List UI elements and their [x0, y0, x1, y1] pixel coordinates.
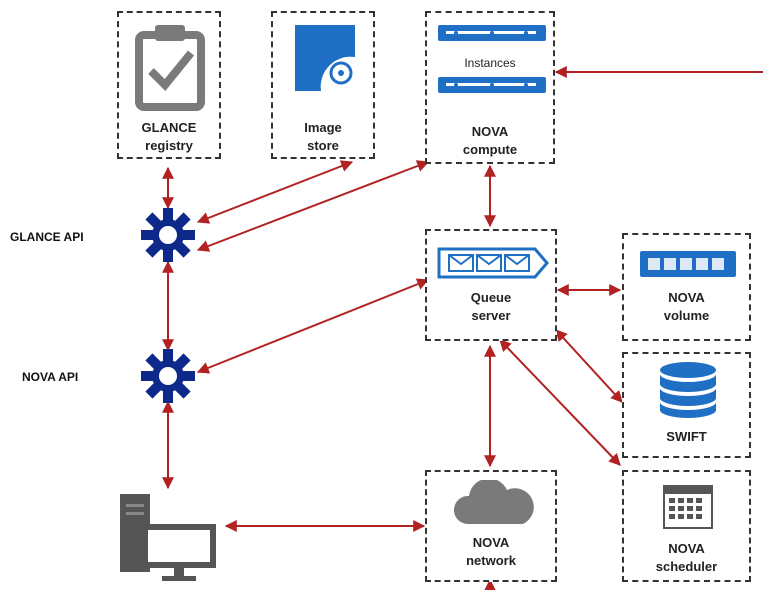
queue-server-label-line2: server	[471, 308, 511, 323]
queue-server-label-line1: Queue	[470, 290, 512, 305]
clipboard-check-icon	[135, 25, 205, 111]
glance-registry-label-line1: GLANCE	[141, 120, 197, 135]
nova-api-gear-icon	[141, 349, 195, 403]
nova-volume-box: NOVA volume	[622, 233, 751, 341]
image-store-label-line2: store	[307, 138, 339, 153]
cloud-icon	[453, 480, 534, 524]
nova-scheduler-label-line1: NOVA	[668, 541, 705, 556]
nova-compute-label-line2: compute	[462, 142, 518, 157]
glance-registry-box: GLANCE registry	[117, 11, 221, 159]
nova-volume-label-line1: NOVA	[668, 290, 705, 305]
server-rack-icon	[438, 25, 546, 93]
arrow-compute-glanceapi	[196, 160, 430, 252]
volume-drive-icon	[640, 251, 736, 277]
computer-icon	[120, 494, 216, 581]
calendar-icon	[663, 485, 713, 529]
image-store-box: Image store	[271, 11, 375, 159]
message-queue-icon	[437, 247, 549, 279]
swift-label: SWIFT	[666, 429, 707, 444]
nova-network-label-line1: NOVA	[472, 535, 510, 550]
queue-server-box: Queue server	[425, 229, 557, 341]
nova-scheduler-box: NOVA scheduler	[622, 470, 751, 582]
glance-registry-label-line2: registry	[145, 138, 193, 153]
swift-box: SWIFT	[622, 352, 751, 458]
image-store-label-line1: Image	[304, 120, 342, 135]
arrow-queue-swift	[555, 329, 623, 403]
database-icon	[660, 362, 716, 418]
nova-api-label: NOVA API	[22, 370, 79, 384]
nova-network-label-line2: network	[466, 553, 516, 568]
instances-label: Instances	[464, 56, 516, 70]
arrow-queue-scheduler	[499, 339, 621, 466]
nova-compute-label-line1: NOVA	[471, 124, 509, 139]
nova-compute-box: Instances NOVA compute	[425, 11, 555, 164]
arrow-imagestore-glanceapi	[196, 160, 354, 224]
image-disk-icon	[295, 25, 355, 91]
glance-api-gear-icon	[141, 208, 195, 262]
nova-scheduler-label-line2: scheduler	[655, 559, 718, 574]
arrow-novaapi-queue	[196, 278, 430, 374]
nova-network-box: NOVA network	[425, 470, 557, 582]
glance-api-label: GLANCE API	[10, 230, 84, 244]
nova-volume-label-line2: volume	[663, 308, 710, 323]
